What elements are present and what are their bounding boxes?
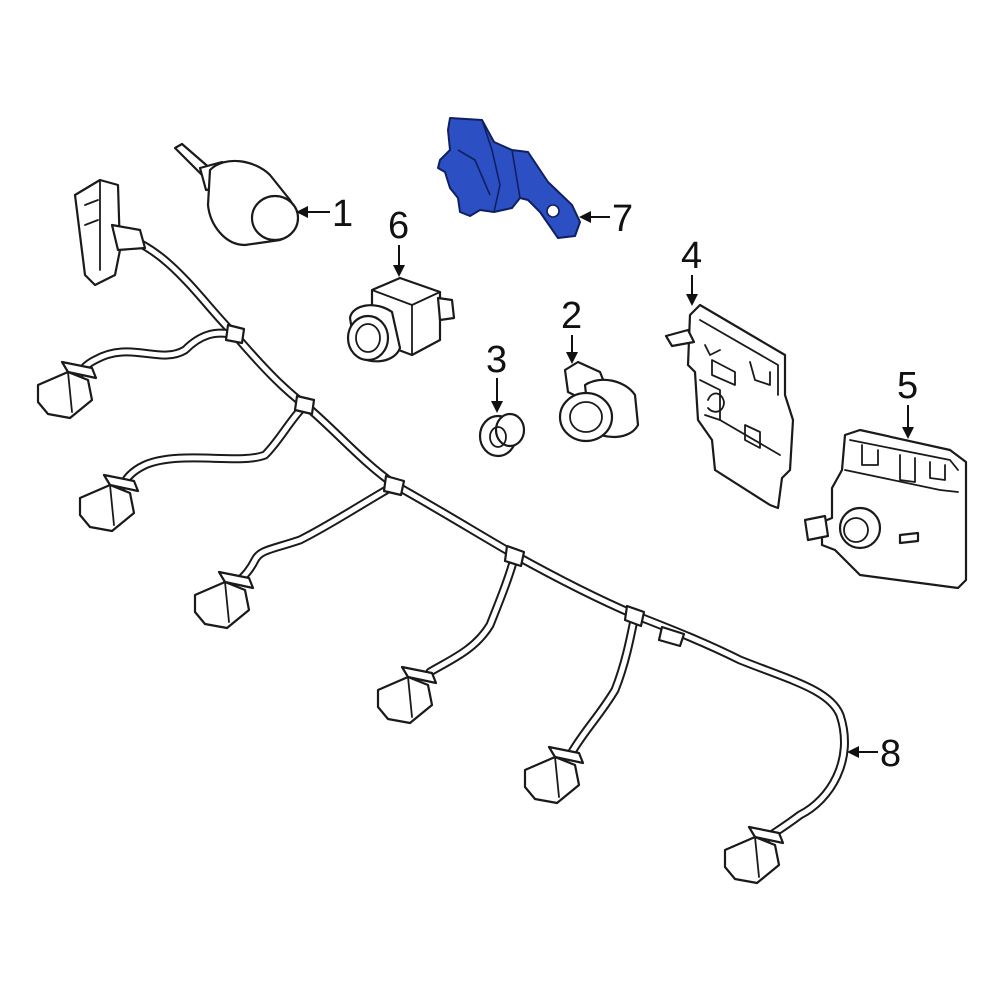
part-6-holder[interactable] bbox=[346, 276, 456, 363]
wiring-harness[interactable] bbox=[36, 178, 849, 885]
callout-2: 2 bbox=[561, 295, 582, 337]
harness-plug-5 bbox=[523, 745, 585, 805]
callout-4: 4 bbox=[681, 235, 702, 277]
callout-1: 1 bbox=[332, 193, 353, 235]
harness-plug-3 bbox=[193, 570, 255, 630]
part-2-parking-sensor[interactable] bbox=[558, 360, 640, 443]
harness-plug-4 bbox=[376, 665, 438, 725]
callout-7: 7 bbox=[612, 198, 633, 240]
part-3-grommet[interactable] bbox=[478, 412, 526, 458]
callout-5: 5 bbox=[897, 365, 918, 407]
part-7-mounting-bracket[interactable] bbox=[437, 117, 581, 239]
part-4-bracket[interactable] bbox=[664, 303, 795, 510]
harness-plug-2 bbox=[78, 473, 140, 533]
callout-labels: 1 7 8 6 2 3 4 5 bbox=[332, 193, 918, 775]
callout-8: 8 bbox=[880, 733, 901, 775]
callout-3: 3 bbox=[486, 339, 507, 381]
harness-plug-6 bbox=[723, 825, 785, 885]
callout-6: 6 bbox=[388, 205, 409, 247]
callout-leaders bbox=[296, 206, 914, 758]
harness-plug-1 bbox=[36, 360, 98, 420]
part-5-control-module[interactable] bbox=[803, 428, 968, 590]
part-1-sensor[interactable] bbox=[173, 142, 300, 247]
